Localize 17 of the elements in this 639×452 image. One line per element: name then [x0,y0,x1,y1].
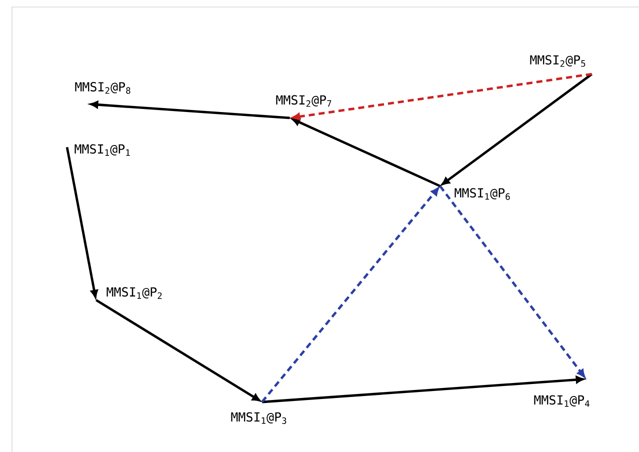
point-label: MMSI$_{2}$@P$_{7}$ [276,95,332,107]
point-label: MMSI$_{2}$@P$_{8}$ [75,82,130,94]
arrow [442,73,593,186]
arrow [90,101,290,120]
point-label: MMSI$_{1}$@P$_{2}$ [106,287,162,299]
arrow [439,185,586,378]
arrow [261,188,439,403]
arrow [292,72,592,120]
arrow [66,146,98,298]
point-label: MMSI$_{2}$@P$_{5}$ [530,55,586,67]
point-label: MMSI$_{1}$@P$_{1}$ [74,144,130,156]
arrow [262,376,584,404]
point-label: MMSI$_{1}$@P$_{6}$ [454,188,510,200]
point-label: MMSI$_{1}$@P$_{4}$ [534,395,590,407]
point-label: MMSI$_{1}$@P$_{3}$ [231,412,286,424]
arrow [96,299,260,402]
arrow [292,118,440,187]
